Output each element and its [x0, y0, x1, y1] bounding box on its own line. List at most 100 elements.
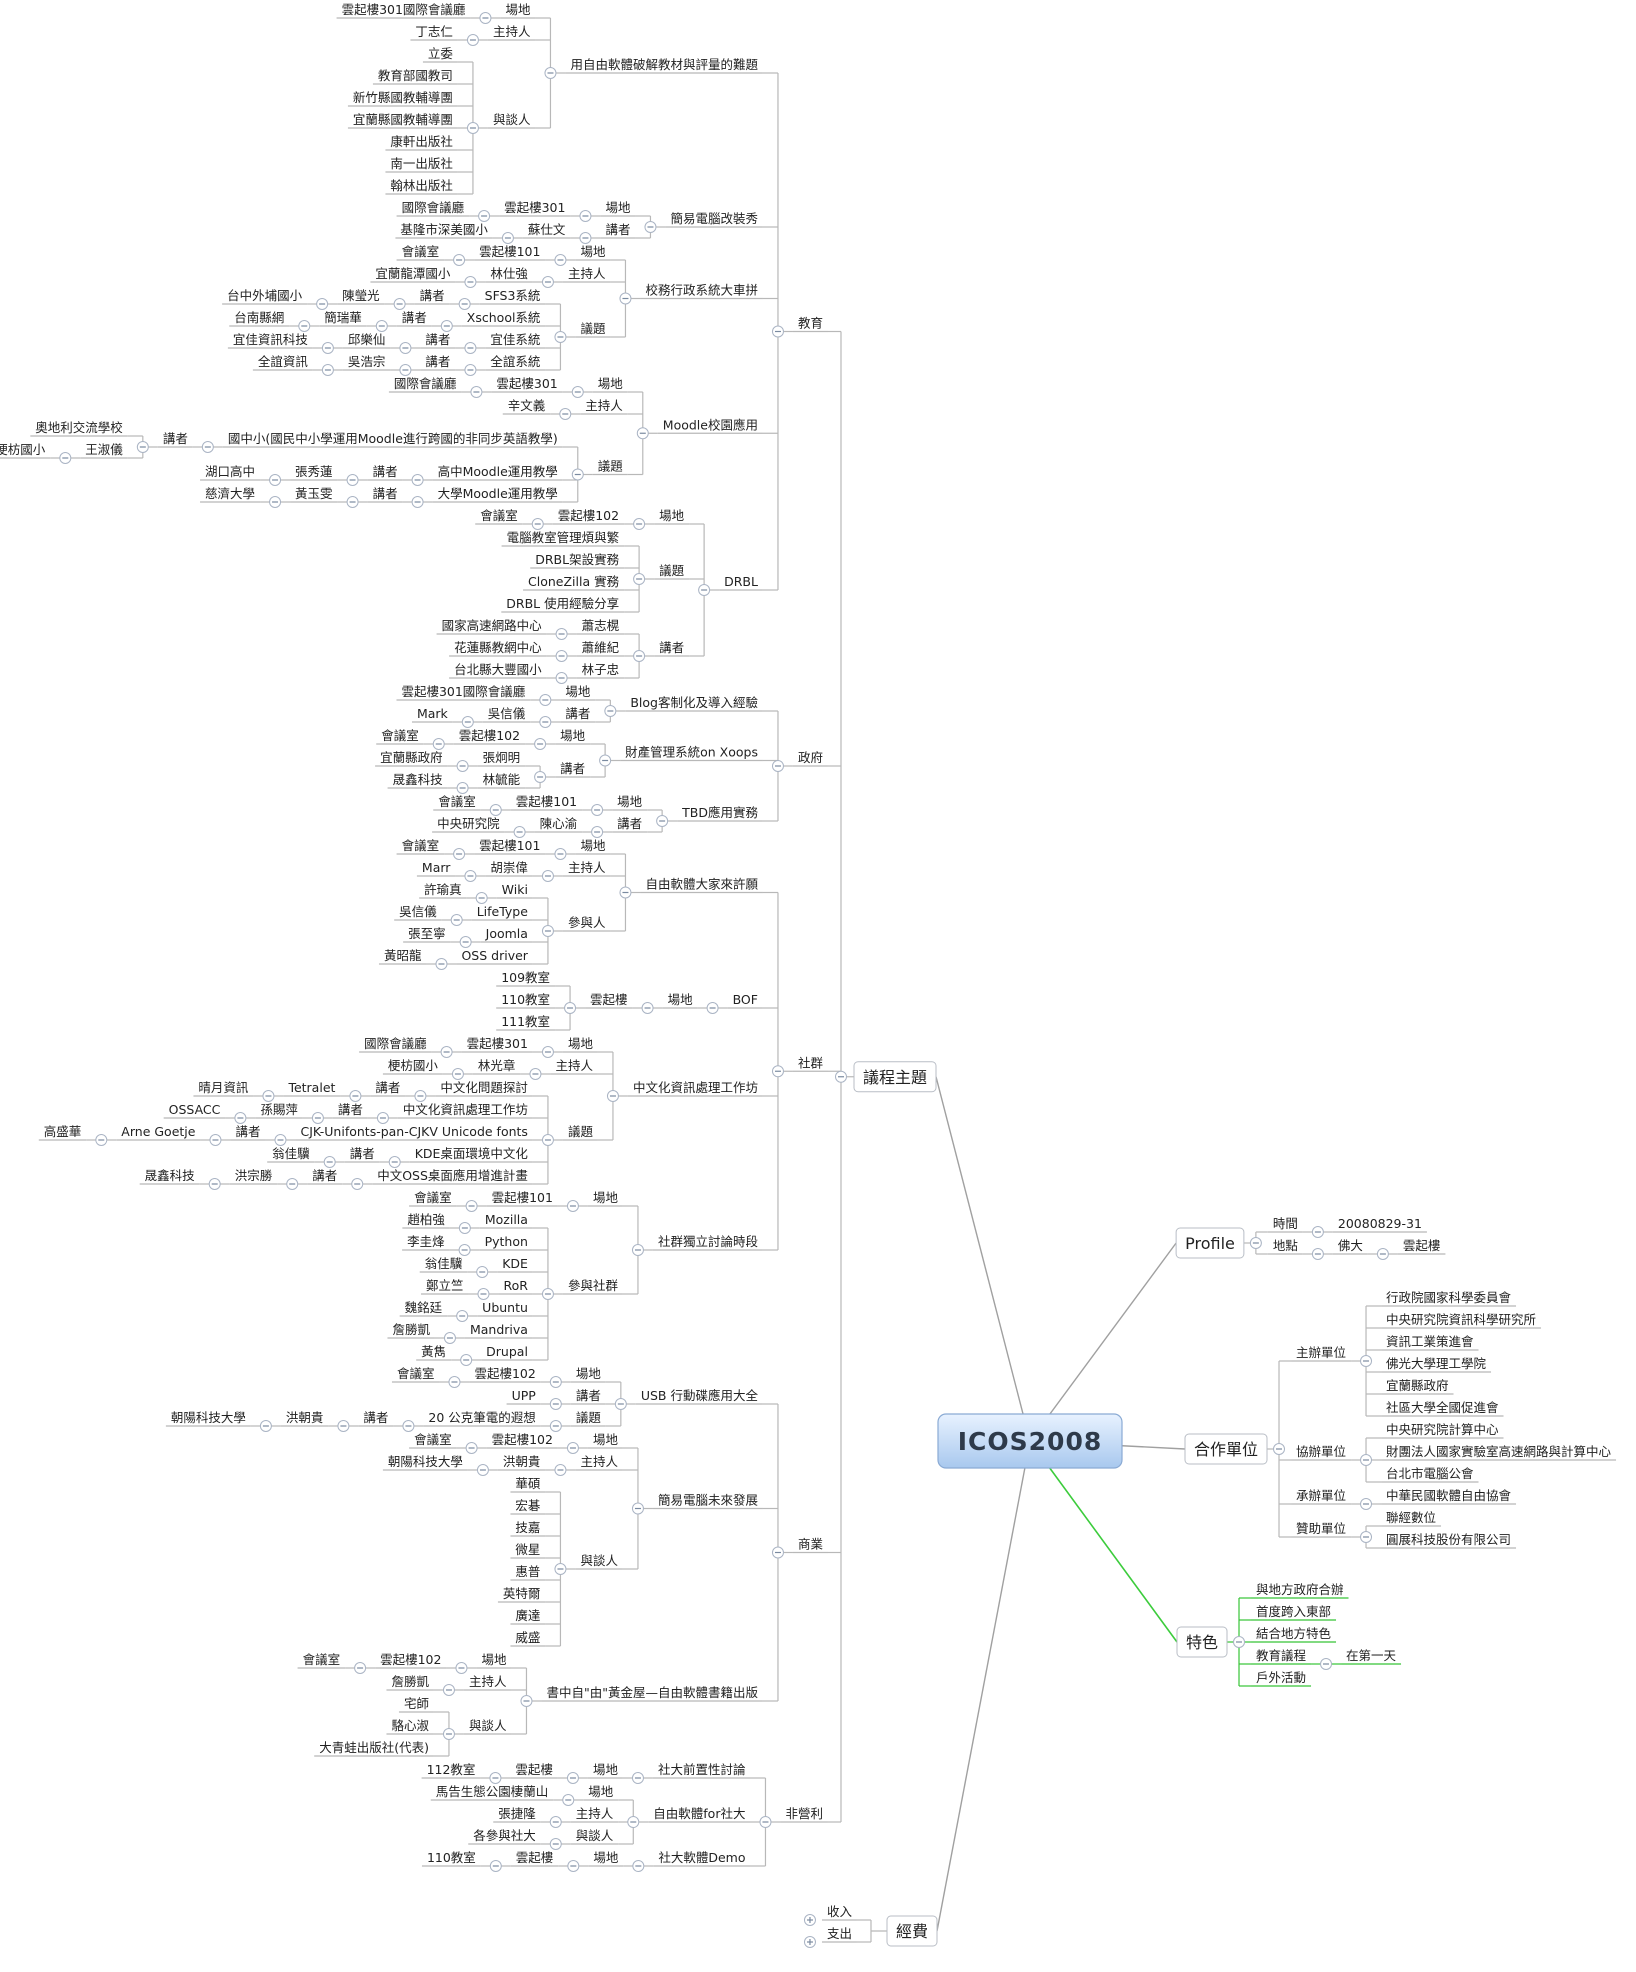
topic-label[interactable]: 主持人	[493, 24, 531, 39]
topic-label[interactable]: Mandriva	[470, 1322, 528, 1337]
topic-label[interactable]: 承辦單位	[1296, 1488, 1346, 1503]
topic-label[interactable]: 威盛	[515, 1630, 540, 1645]
topic-label[interactable]: 收入	[827, 1904, 853, 1919]
topic-label[interactable]: 講者	[565, 706, 590, 721]
topic-label[interactable]: 朝陽科技大學	[388, 1454, 463, 1469]
topic-label[interactable]: 書中自"由"黃金屋—自由軟體書籍出版	[546, 1685, 758, 1700]
topic-label[interactable]: 林光章	[478, 1058, 516, 1073]
topic-label[interactable]: 主持人	[576, 1806, 614, 1821]
topic-label[interactable]: 與談人	[580, 1553, 618, 1568]
topic-label[interactable]: 馬告生態公園棲蘭山	[436, 1784, 549, 1799]
topic-label[interactable]: 用自由軟體破解教材與評量的難題	[570, 57, 758, 72]
topic-label[interactable]: 朝陽科技大學	[171, 1410, 246, 1425]
topic-label[interactable]: 佛大	[1338, 1238, 1363, 1253]
topic-label[interactable]: 在第一天	[1346, 1648, 1397, 1663]
topic-label[interactable]: 社群	[798, 1055, 824, 1070]
topic-label[interactable]: 詹勝凱	[391, 1674, 429, 1689]
topic-label[interactable]: 講者	[338, 1102, 363, 1117]
topic-label[interactable]: 花蓮縣教網中心	[454, 640, 542, 655]
topic-label[interactable]: 地點	[1273, 1238, 1298, 1253]
topic-label[interactable]: 中文化資訊處理工作坊	[633, 1080, 758, 1095]
topic-label[interactable]: 行政院國家科學委員會	[1386, 1290, 1512, 1305]
topic-label[interactable]: USB 行動碟應用大全	[641, 1388, 759, 1403]
topic-label[interactable]: 洪朝貴	[503, 1454, 541, 1469]
topic-label[interactable]: Python	[485, 1234, 528, 1249]
topic-label[interactable]: 蕭志榥	[582, 618, 620, 633]
topic-label[interactable]: 議題	[659, 563, 685, 578]
topic-label[interactable]: 講者	[312, 1168, 337, 1183]
topic-label[interactable]: KDE	[502, 1256, 528, 1271]
topic-label[interactable]: 中文OSS桌面應用增進計畫	[377, 1168, 528, 1183]
topic-label[interactable]: 講者	[402, 310, 427, 325]
topic-budget[interactable]: 經費	[886, 1915, 938, 1947]
topic-label[interactable]: 洪宗勝	[235, 1168, 273, 1183]
topic-label[interactable]: 112教室	[427, 1762, 476, 1777]
topic-label[interactable]: 雲起樓301	[467, 1036, 528, 1051]
topic-label[interactable]: 微星	[515, 1542, 540, 1557]
topic-label[interactable]: Arne Goetje	[121, 1124, 195, 1139]
topic-label[interactable]: 講者	[363, 1410, 388, 1425]
topic-label[interactable]: Drupal	[486, 1344, 528, 1359]
topic-label[interactable]: 雲起樓	[516, 1850, 554, 1865]
topic-label[interactable]: 雲起樓102	[492, 1432, 553, 1447]
topic-label[interactable]: 台南縣網	[234, 310, 284, 325]
topic-label[interactable]: 講者	[373, 486, 398, 501]
topic-label[interactable]: 110教室	[501, 992, 550, 1007]
topic-label[interactable]: 康軒出版社	[390, 134, 453, 149]
topic-label[interactable]: 高中Moodle運用教學	[438, 464, 558, 479]
topic-label[interactable]: SFS3系統	[485, 288, 541, 303]
topic-label[interactable]: 黃昭龍	[384, 948, 422, 963]
topic-label[interactable]: 邱樂仙	[348, 332, 386, 347]
topic-label[interactable]: KDE桌面環境中文化	[415, 1146, 529, 1161]
topic-label[interactable]: 中華民國軟體自由協會	[1386, 1488, 1512, 1503]
topic-label[interactable]: 陳心渝	[540, 816, 578, 831]
topic-label[interactable]: 社大前置性討論	[658, 1762, 746, 1777]
topic-label[interactable]: 會議室	[480, 508, 518, 523]
topic-label[interactable]: 梗枋國小	[388, 1058, 439, 1073]
topic-label[interactable]: 技嘉	[515, 1520, 540, 1535]
topic-label[interactable]: 奧地利交流學校	[35, 420, 123, 435]
topic-label[interactable]: 晟鑫科技	[145, 1168, 196, 1183]
topic-label[interactable]: 講者	[375, 1080, 400, 1095]
topic-label[interactable]: OSS driver	[461, 948, 528, 963]
topic-label[interactable]: 贊助單位	[1296, 1521, 1346, 1536]
topic-label[interactable]: 吳浩宗	[348, 354, 386, 369]
topic-label[interactable]: 丁志仁	[415, 24, 453, 39]
topic-label[interactable]: 宜佳系統	[490, 332, 540, 347]
topic-label[interactable]: 南一出版社	[390, 156, 453, 171]
topic-label[interactable]: Mark	[417, 706, 449, 721]
topic-features[interactable]: 特色	[1176, 1626, 1228, 1658]
topic-label[interactable]: 非營利	[785, 1806, 823, 1821]
topic-label[interactable]: 政府	[798, 750, 823, 765]
topic-label[interactable]: Blog客制化及導入經驗	[630, 695, 758, 710]
topic-label[interactable]: 會議室	[381, 728, 419, 743]
topic-label[interactable]: 首度跨入東部	[1256, 1604, 1331, 1619]
topic-label[interactable]: 電腦教室管理煩與繁	[507, 530, 620, 545]
topic-label[interactable]: 翁佳驥	[425, 1256, 463, 1271]
topic-label[interactable]: 會議室	[438, 794, 476, 809]
topic-label[interactable]: 張炯明	[483, 750, 521, 765]
topic-label[interactable]: 胡崇偉	[490, 860, 528, 875]
topic-label[interactable]: 講者	[425, 332, 450, 347]
topic-label[interactable]: 時間	[1273, 1216, 1298, 1231]
topic-label[interactable]: 雲起樓	[515, 1762, 553, 1777]
topic-label[interactable]: 吳信儀	[399, 904, 437, 919]
topic-label[interactable]: 雲起樓301國際會議廳	[401, 684, 525, 699]
topic-label[interactable]: 會議室	[414, 1432, 452, 1447]
topic-label[interactable]: 國際會議廳	[402, 200, 465, 215]
topic-label[interactable]: TBD應用實務	[681, 805, 758, 820]
topic-label[interactable]: 雲起樓102	[558, 508, 619, 523]
topic-label[interactable]: 與地方政府合辦	[1256, 1582, 1344, 1597]
topic-label[interactable]: 宏碁	[515, 1498, 541, 1513]
topic-label[interactable]: 全誼系統	[490, 354, 540, 369]
topic-profile[interactable]: Profile	[1175, 1227, 1245, 1259]
topic-label[interactable]: 資訊工業策進會	[1386, 1334, 1474, 1349]
topic-label[interactable]: 吳信儀	[488, 706, 526, 721]
topic-label[interactable]: Moodle校園應用	[663, 417, 758, 432]
topic-label[interactable]: 會議室	[402, 838, 440, 853]
topic-label[interactable]: 惠普	[515, 1564, 540, 1579]
topic-label[interactable]: 張捷隆	[498, 1806, 536, 1821]
topic-label[interactable]: 國際會議廳	[364, 1036, 427, 1051]
topic-label[interactable]: 場地	[481, 1652, 507, 1667]
topic-label[interactable]: CJK-Unifonts-pan-CJKV Unicode fonts	[300, 1124, 527, 1139]
